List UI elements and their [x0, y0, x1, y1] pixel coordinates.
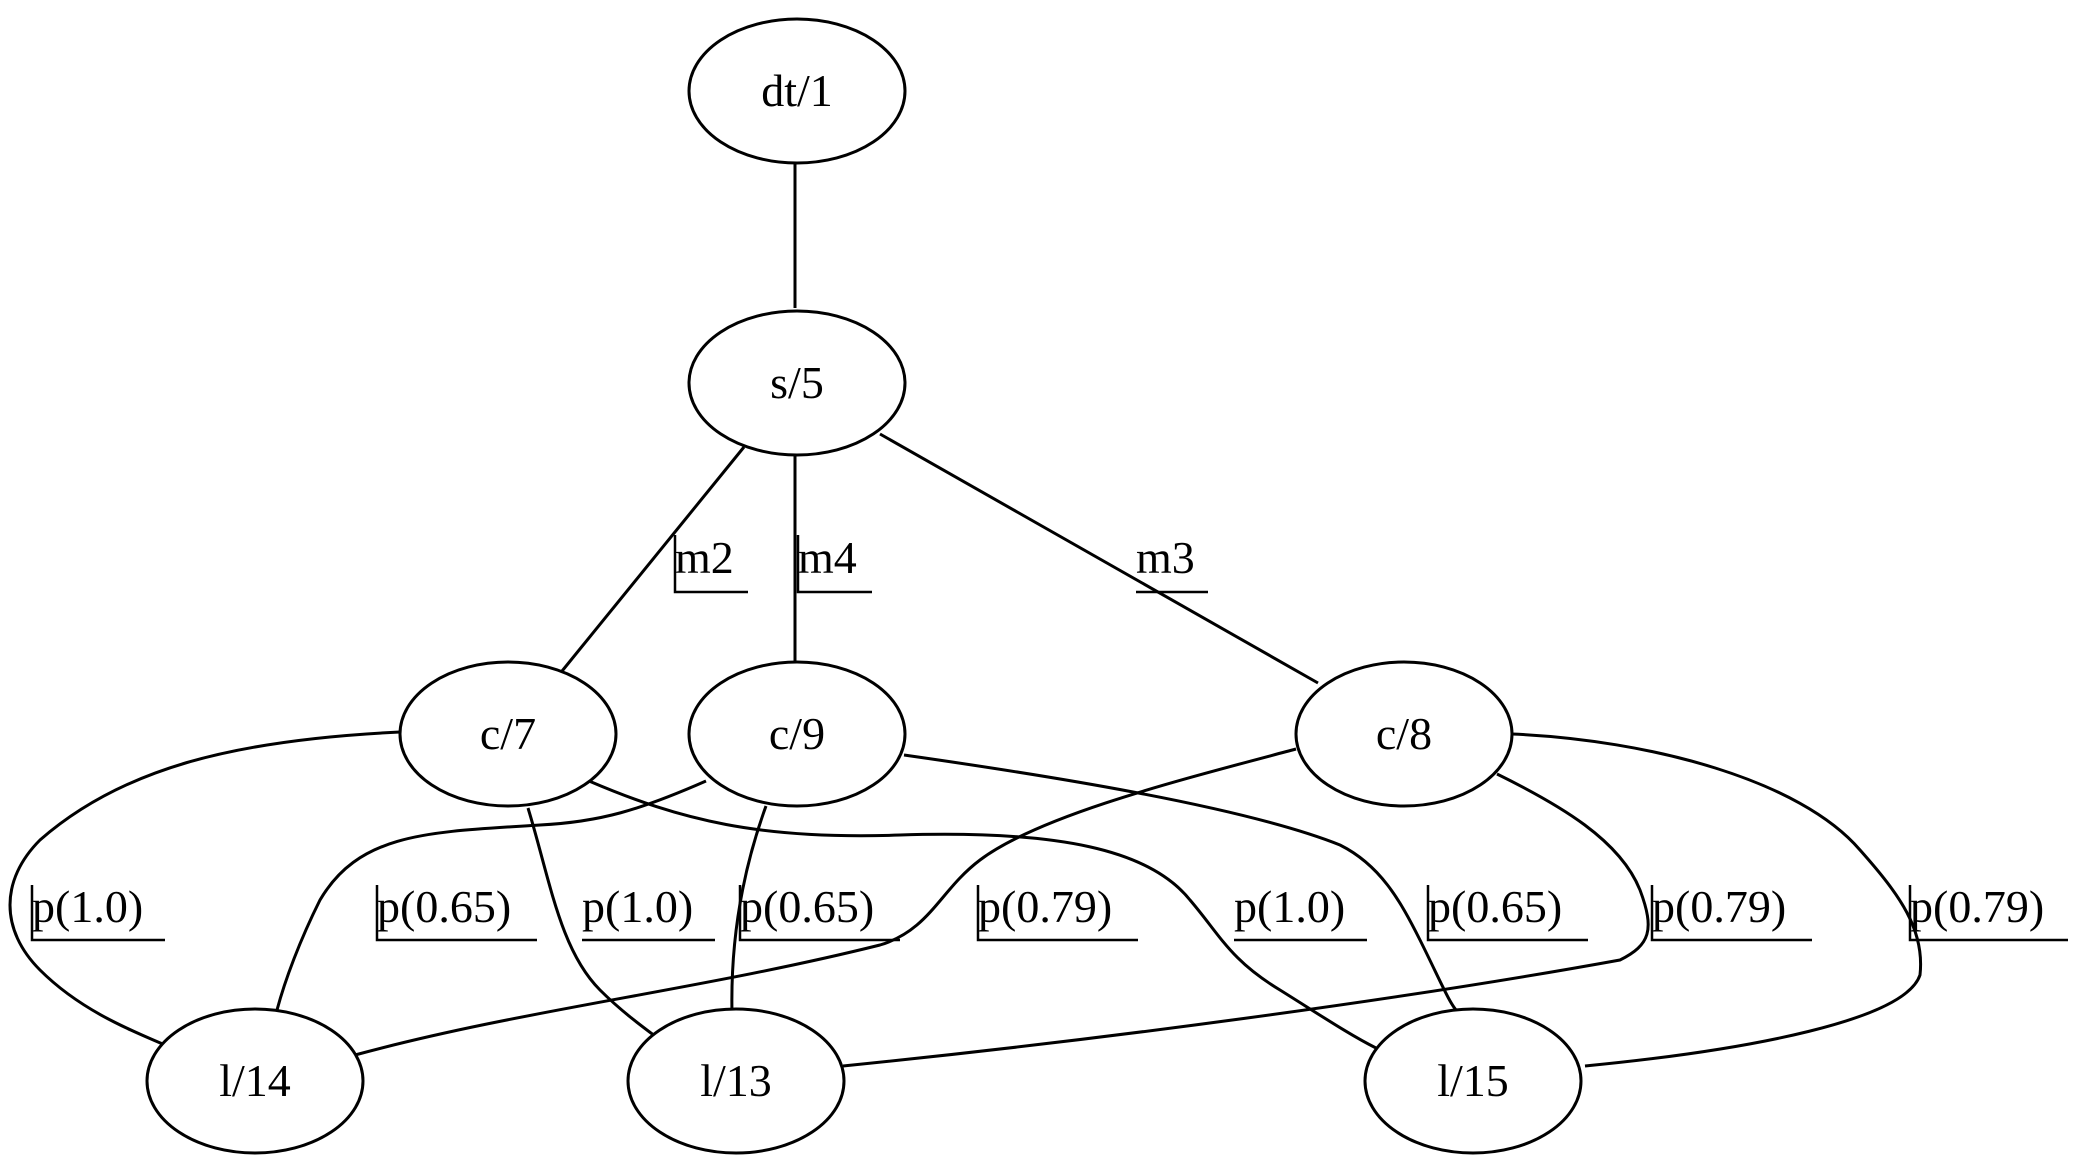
edge-label-m2-text: m2	[675, 532, 734, 583]
edge-c8-l13	[842, 772, 1650, 1068]
edge-label-m3: m3	[1136, 532, 1208, 594]
edge-label-m2: m2	[673, 532, 748, 594]
edge-c8-l14	[354, 747, 1297, 1057]
node-c9-label: c/9	[769, 708, 825, 759]
node-l14[interactable]: l/14	[145, 1007, 365, 1155]
edge-label-c7-l14: p(1.0)	[30, 881, 165, 942]
node-l13[interactable]: l/13	[626, 1007, 846, 1155]
node-c7-label: c/7	[480, 708, 536, 759]
edge-label-c7-l14-text: p(1.0)	[32, 881, 143, 932]
edge-label-c8-l15: p(0.79)	[1908, 881, 2068, 942]
edge-label-c8-l13-text: p(0.79)	[1652, 881, 1786, 932]
edge-label-m3-text: m3	[1136, 532, 1195, 583]
edge-label-c9-l15-text: p(0.65)	[1428, 881, 1562, 932]
edge-label-m4: m4	[796, 532, 872, 594]
edge-label-c9-l14-text: p(0.65)	[377, 881, 511, 932]
node-dt1-label: dt/1	[761, 65, 833, 116]
edge-s5-c7	[556, 446, 746, 677]
edge-label-c8-l14: p(0.79)	[976, 881, 1138, 942]
node-l14-label: l/14	[219, 1055, 291, 1106]
edge-s5-c8	[879, 432, 1319, 685]
node-s5-label: s/5	[770, 357, 824, 408]
edge-label-c9-l13-text: p(0.65)	[740, 881, 874, 932]
edge-label-c9-l14: p(0.65)	[375, 881, 537, 942]
edge-c9-l14	[275, 779, 707, 1011]
edge-label-c9-l13: p(0.65)	[738, 881, 900, 942]
edge-label-c7-l15: p(1.0)	[1234, 881, 1367, 942]
node-l15[interactable]: l/15	[1363, 1007, 1583, 1155]
edge-label-c8-l14-text: p(0.79)	[978, 881, 1112, 932]
node-l13-label: l/13	[700, 1055, 772, 1106]
node-s5[interactable]: s/5	[687, 309, 907, 457]
edge-c8-l15	[1511, 732, 1923, 1068]
edge-label-c7-l15-text: p(1.0)	[1234, 881, 1345, 932]
edge-label-c8-l13: p(0.79)	[1650, 881, 1812, 942]
edge-c7-l15	[588, 779, 1377, 1050]
edge-label-c9-l15: p(0.65)	[1426, 881, 1588, 942]
node-l15-label: l/15	[1437, 1055, 1509, 1106]
node-c7[interactable]: c/7	[398, 660, 618, 808]
edge-c7-l14	[8, 730, 401, 1047]
edge-c9-l13	[730, 805, 768, 1014]
node-c8[interactable]: c/8	[1294, 660, 1514, 808]
node-c8-label: c/8	[1376, 708, 1432, 759]
edge-c9-l15	[903, 753, 1460, 1014]
node-dt1[interactable]: dt/1	[687, 17, 907, 165]
edge-label-c7-l13: p(1.0)	[582, 881, 715, 942]
edge-label-c7-l13-text: p(1.0)	[582, 881, 693, 932]
edge-label-c8-l15-text: p(0.79)	[1910, 881, 2044, 932]
node-c9[interactable]: c/9	[687, 660, 907, 808]
edge-label-m4-text: m4	[798, 532, 857, 583]
edge-c7-l13	[526, 807, 664, 1044]
